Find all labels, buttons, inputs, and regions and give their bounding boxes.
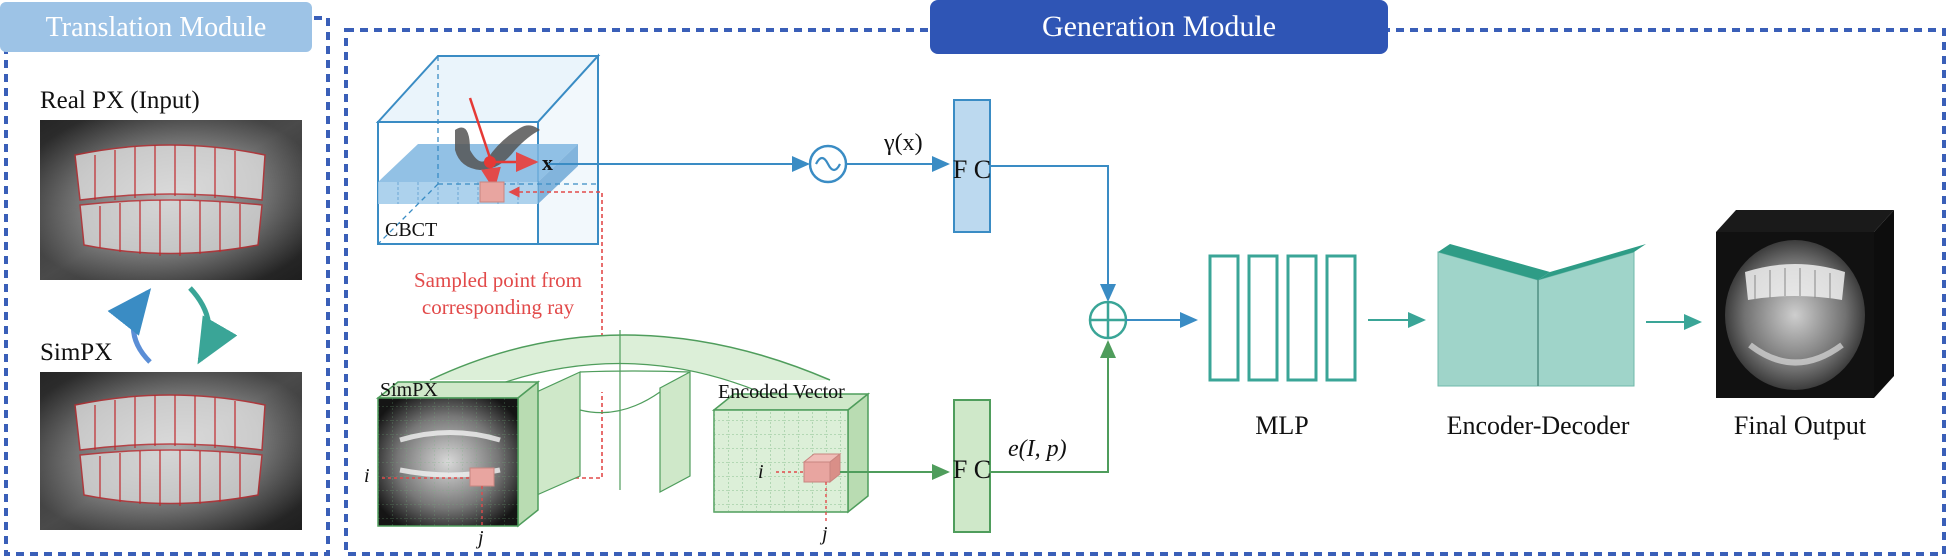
encoded-i-label: i [758,461,764,483]
real-px-image [40,120,302,280]
encoded-vector-block [711,392,871,524]
real-px-label: Real PX (Input) [40,87,200,114]
fc-bottom-label: F C [953,455,991,484]
cycle-arrow-down [188,286,238,365]
translation-module-title: Translation Module [46,12,267,43]
x-label: x [542,150,553,175]
translation-module: Translation Module Real PX (Input) SimPX [0,2,330,556]
simpx-image [40,372,302,530]
ray-line [468,97,492,159]
simpx-j-label: j [475,527,484,549]
encoded-vector-label: Encoded Vector [718,381,845,403]
sampled-voxel [479,181,505,203]
fc-top-label: F C [953,155,991,184]
final-output-volume [1716,210,1894,398]
generation-module-title-bg [930,0,1388,54]
sampled-point-text-2: corresponding ray [422,295,575,319]
encoder-decoder-block [1437,244,1646,387]
simpx-i-label: i [364,465,370,487]
generation-module: Generation Module CBCT x Sampled point f [344,0,1946,556]
fc-top-to-sum-arrow [990,165,1116,302]
encoded-j-label: j [819,523,828,545]
generation-module-title: Generation Module [1042,10,1276,43]
fc-bottom-to-sum-arrow [990,340,1116,473]
simpx-sample-voxel [469,467,495,487]
e-label: e(I, p) [1008,436,1067,462]
gamma-label: γ(x) [883,130,923,156]
encoder-arch [429,330,831,499]
simpx-label-left: SimPX [40,339,112,366]
sampled-point-text-1: Sampled point from [414,268,582,292]
sum-node [1088,300,1128,340]
mlp-label: MLP [1255,411,1308,440]
fc-top-block [953,99,991,233]
cbct-label: CBCT [385,219,437,241]
simpx-block [375,380,541,528]
simpx-label-generation: SimPX [380,379,438,401]
positional-encoding-icon [808,144,848,184]
cycle-arrow-up [107,288,152,364]
fc-bottom-block [953,399,991,533]
encoded-sample-voxel [803,461,831,483]
cbct-volume [375,53,601,245]
mlp-block [1208,254,1357,382]
sample-point [484,156,496,168]
encoder-decoder-label: Encoder-Decoder [1447,411,1630,440]
translation-module-title-bg [0,2,312,52]
final-output-label: Final Output [1734,411,1867,440]
